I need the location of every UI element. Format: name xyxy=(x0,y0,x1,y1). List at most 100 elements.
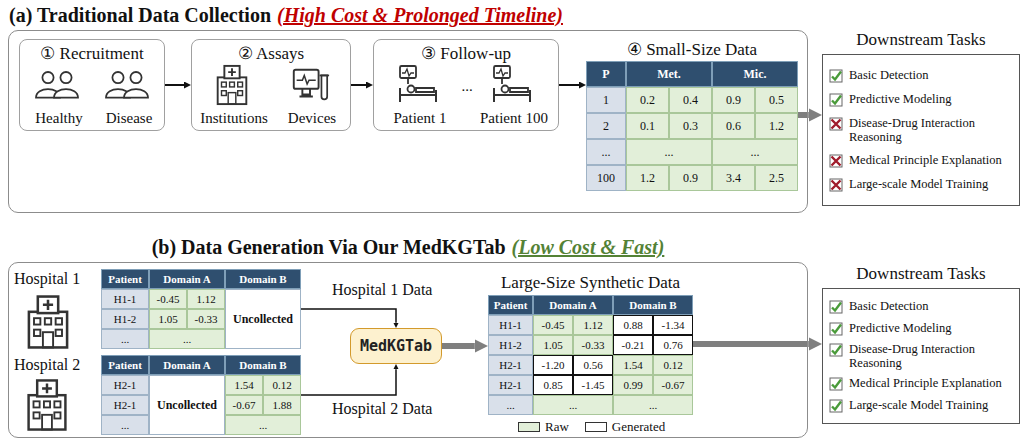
task-item: Basic Detection xyxy=(829,299,1013,314)
data-table: Large-Size Synthetic DataPatientDomain A… xyxy=(488,273,693,415)
check-icon xyxy=(829,69,843,83)
table-cell: H2-1 xyxy=(101,395,149,415)
table-cell: 1.12 xyxy=(187,289,225,309)
person-icon xyxy=(54,72,78,98)
task-text: Basic Detection xyxy=(849,299,929,313)
checkbox xyxy=(830,94,842,106)
task-item: Basic Detection xyxy=(829,68,1013,83)
table-cell: 1.88 xyxy=(263,395,301,415)
table-cell: ... xyxy=(488,395,533,415)
data-table: ④ Small-Size DataPMet.Mic.10.20.40.90.52… xyxy=(586,39,798,191)
task-item: Disease-Drug Interaction Reasoning xyxy=(829,342,1013,370)
mark xyxy=(832,345,841,353)
step-box: ③ Follow-upPatient 1...Patient 100 xyxy=(373,39,559,131)
step-label: Disease xyxy=(69,110,189,127)
mark xyxy=(832,120,841,129)
table-cell: ... xyxy=(101,415,149,435)
panel-subtitle: (High Cost & Prolonged Timeline) xyxy=(277,4,563,26)
connector xyxy=(301,369,396,395)
legend: RawGenerated xyxy=(518,419,665,435)
task-text: Basic Detection xyxy=(849,68,929,82)
step-label: Patient 100 xyxy=(454,110,574,127)
table-cell: -1.45 xyxy=(573,375,613,395)
connector xyxy=(165,84,184,86)
tasks-heading: Downstream Tasks xyxy=(822,264,1020,284)
table-cell: ... xyxy=(533,395,613,415)
checkbox xyxy=(830,344,842,356)
step-box: ② AssaysInstitutionsDevices xyxy=(191,39,351,131)
table-cell: 0.12 xyxy=(653,355,693,375)
task-item: Large-scale Model Training xyxy=(829,177,1013,192)
step-title: ② Assays xyxy=(192,43,350,64)
check-icon xyxy=(829,343,843,357)
check-icon xyxy=(829,93,843,107)
table-cell: -1.20 xyxy=(533,355,573,375)
table-cell: P xyxy=(586,61,626,87)
task-item: Predictive Modeling xyxy=(829,321,1013,336)
table-cell: 100 xyxy=(586,165,626,191)
panel-title: (b) Data Generation Via Our MedKGTab xyxy=(152,236,506,258)
table-cell: H1-2 xyxy=(488,335,533,355)
edge-label: Hospital 1 Data xyxy=(330,281,434,299)
table-cell: 0.76 xyxy=(653,335,693,355)
checkbox xyxy=(830,378,842,390)
tasks-box: Basic DetectionPredictive ModelingDiseas… xyxy=(822,288,1020,424)
mark xyxy=(832,324,841,332)
table-cell: H1-1 xyxy=(488,315,533,335)
table-cell: -0.67 xyxy=(225,395,263,415)
task-text: Disease-Drug Interaction Reasoning xyxy=(849,116,1013,144)
connector xyxy=(301,309,396,323)
table-cell: 1.12 xyxy=(573,315,613,335)
connector xyxy=(559,84,579,86)
table-cell: -0.45 xyxy=(149,289,187,309)
table-cell: -0.33 xyxy=(573,335,613,355)
checkbox xyxy=(830,301,842,313)
mark xyxy=(832,401,841,409)
mark xyxy=(832,72,841,80)
check-icon xyxy=(829,377,843,391)
table-cell: H2-1 xyxy=(101,375,149,395)
check-icon xyxy=(829,154,843,168)
table-cell: Domain A xyxy=(149,355,225,375)
mark xyxy=(832,157,841,166)
person-icon xyxy=(124,72,148,98)
check-icon xyxy=(829,399,843,413)
panel-box: (a) Traditional Data Collection(High Cos… xyxy=(8,30,808,213)
legend-text: Generated xyxy=(612,419,665,435)
task-text: Medical Principle Explanation xyxy=(849,376,1002,390)
table-cell: 1.2 xyxy=(626,165,669,191)
task-text: Disease-Drug Interaction Reasoning xyxy=(849,342,1013,370)
panel-subtitle: (Low Cost & Fast) xyxy=(512,236,665,258)
table-cell: 0.5 xyxy=(755,87,798,113)
table-cell: 0.3 xyxy=(669,113,712,139)
table-cell: Domain B xyxy=(613,295,693,315)
step-label: Patient 1 xyxy=(360,110,480,127)
table-cell: Mic. xyxy=(712,61,798,87)
table-cell: 3.4 xyxy=(712,165,755,191)
task-item: Disease-Drug Interaction Reasoning xyxy=(829,116,1013,144)
table-cell: Domain B xyxy=(225,269,301,289)
table-cell: -0.33 xyxy=(187,309,225,329)
hospital-icon xyxy=(29,380,66,429)
table-cell: ... xyxy=(613,395,693,415)
step-label: Healthy xyxy=(0,110,119,127)
model-name: MedKGTab xyxy=(351,329,441,363)
table-cell: ... xyxy=(101,329,149,349)
table-cell: ... xyxy=(626,139,712,165)
table-cell: -0.21 xyxy=(613,335,653,355)
table-cell: H1-2 xyxy=(101,309,149,329)
checkbox xyxy=(830,118,842,130)
step-box: ① RecruitmentHealthyDisease xyxy=(19,39,165,131)
table-cell: 1.54 xyxy=(613,355,653,375)
table-cell: 1 xyxy=(586,87,626,113)
hospital-icon xyxy=(218,66,247,104)
table-cell: ... xyxy=(712,139,798,165)
table-cell: H2-1 xyxy=(488,355,533,375)
check-icon xyxy=(829,117,843,131)
data-table: PatientDomain ADomain BH2-1Uncollected1.… xyxy=(101,355,301,435)
tasks-heading: Downstream Tasks xyxy=(822,30,1020,50)
table-cell: ... xyxy=(225,415,301,435)
step-label: ... xyxy=(407,78,527,95)
mark xyxy=(832,181,841,190)
